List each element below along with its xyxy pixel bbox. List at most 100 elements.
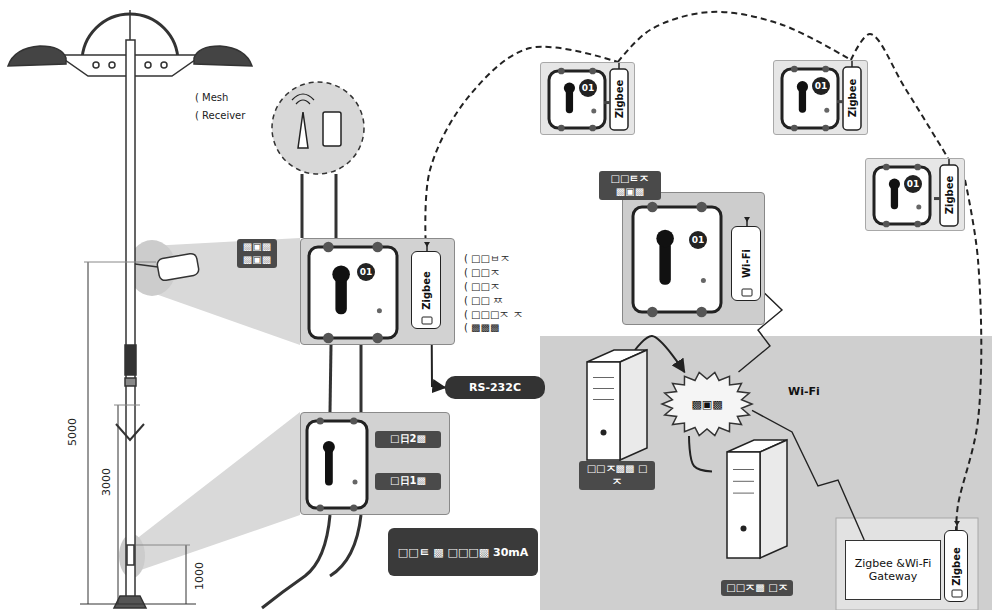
spec-tag: □□ㅌ ▩ □□□▩ 30mA [388,528,538,576]
illustration-line [84,262,156,263]
network-region [540,336,992,610]
illustration-path [540,336,992,610]
power-box-icon [301,413,451,516]
node-text: □□ㅌ ▩ □□□▩ 30mA [398,545,529,560]
gateway-box: Zigbee &Wi-Fi Gateway [845,540,941,600]
illustration-path [954,521,960,526]
illustration-line [618,63,620,69]
illustration-line [135,264,158,267]
illustration-circle [317,417,324,424]
illustration-line [733,493,754,494]
illustration-line [360,345,363,412]
illustration-path [114,596,146,608]
illustration-rect [940,165,958,226]
illustration-path [330,515,361,576]
callout-number: 01 [904,175,922,193]
dimension-label: 5000 [66,418,79,446]
callout-number: 01 [812,77,830,95]
illustration-circle [883,221,890,228]
illustration-path [262,515,330,608]
server: □□ㅈ▩ □ㅈ [712,440,802,598]
illustration-circle [883,164,890,171]
module-label: Zigbee [614,80,625,119]
connector [432,345,445,388]
callout-label: ( Mesh [195,92,228,103]
zigbee-node: 01Zigbee [773,60,868,135]
illustration-line [604,101,610,104]
server-icon [712,440,802,598]
illustration-path [760,440,787,558]
network-cloud: ▩▣▩ [662,372,752,436]
illustration-circle [741,526,747,532]
callout-label: ( □□□ㅈ ㅈ [464,308,523,322]
illustration-line [186,545,187,604]
illustration-rect [323,112,341,146]
illustration-circle [591,108,596,113]
callout-label: ( Receiver [195,110,245,121]
illustration-rect [952,590,962,597]
illustration-path [662,372,752,435]
illustration-line [837,100,843,103]
illustration-line [335,174,338,238]
illustration-circle [145,62,151,68]
illustration-rect [549,71,605,128]
part-tag: □日2▩ [375,431,441,448]
dimension-label: 1000 [193,562,206,590]
illustration-circle [372,242,383,253]
illustration-path [296,100,310,104]
mesh-link [618,12,851,62]
illustration-rect [727,452,760,558]
zigbee-node: 01Zigbee [865,158,965,231]
illustration-rect [843,67,861,130]
port-pill: RS-232C [445,376,545,399]
illustration-circle [93,62,99,68]
illustration-rect [309,247,397,338]
illustration-rect [127,545,134,565]
part-tag: □日1▩ [375,473,441,490]
illustration-circle [323,441,335,453]
illustration-rect [126,40,135,600]
illustration-rect [422,317,432,324]
illustration-circle [558,68,565,75]
controller-panel: ▩▣▩ ▩▣▩01Zigbee [300,238,455,345]
illustration-circle [589,125,596,132]
illustration-circle [889,179,900,190]
node-text: □□ㅈ▩ □ㅈ [721,580,792,597]
callout-number: 01 [579,79,597,97]
illustration-rect [874,167,930,224]
node-text: Zigbee &Wi-Fi Gateway [849,557,937,583]
wifi-panel: □□ㅌㅈ ▩▣▩01Wi-Fi [622,192,765,325]
illustration-line [851,61,853,67]
illustration-circle [564,83,575,94]
illustration-line [948,159,950,165]
illustration-circle [558,125,565,132]
connector [330,345,331,412]
illustration-circle [656,230,674,248]
heading-tag: ▩▣▩ ▩▣▩ [237,239,277,268]
illustration-circle [701,278,706,283]
illustration-path [194,46,252,66]
dimension-lines [80,262,196,604]
illustration-line [593,377,614,378]
cloud-label: ▩▣▩ [691,398,722,411]
illustration-circle [377,308,382,313]
illustration-circle [601,430,607,436]
illustration-circle [109,62,115,68]
illustration-rect [587,362,620,460]
illustration-path [116,424,144,440]
illustration-line [934,197,940,200]
illustration-rect [836,518,978,610]
power-box: □日2▩ □日1▩ [300,412,450,515]
illustration-rect [742,289,752,296]
callout-label: ( □□ ㅉ [464,294,503,308]
illustration-circle [797,81,808,92]
illustration-circle [272,82,364,174]
illustration-rect [125,378,136,386]
illustration-circle [824,108,829,113]
illustration-circle [647,202,658,213]
illustration-rect [610,69,628,130]
illustration-line [114,405,140,406]
illustration-line [136,545,190,546]
